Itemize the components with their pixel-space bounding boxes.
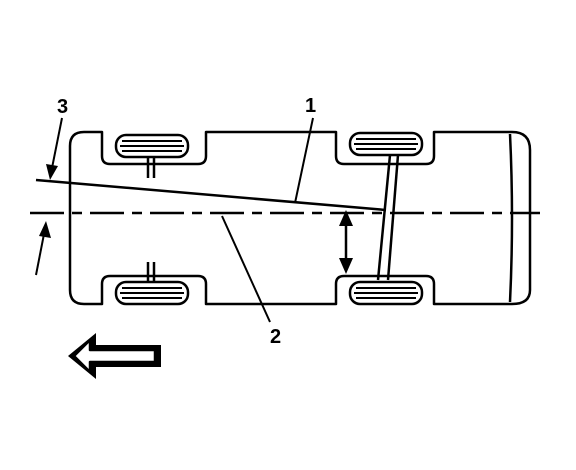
- left-arrow-icon: [68, 333, 161, 379]
- front-fascia-line: [508, 133, 514, 303]
- rear-left-wheel: [114, 133, 190, 178]
- rear-right-wheel: [114, 262, 190, 306]
- front-left-wheel: [348, 131, 424, 157]
- angle-indicator-arrows: [35, 117, 63, 276]
- callout-1: 1: [305, 95, 316, 117]
- vehicle-body-outline: [68, 130, 532, 306]
- callout-2: 2: [270, 326, 281, 348]
- callout-2-leader: [221, 215, 271, 323]
- thrust-line: [35, 178, 387, 212]
- callout-1-leader: [294, 117, 314, 204]
- offset-dimension-arrow: [339, 210, 353, 274]
- steering-linkage: [376, 154, 400, 281]
- front-right-wheel: [348, 280, 424, 306]
- callout-3: 3: [57, 96, 68, 118]
